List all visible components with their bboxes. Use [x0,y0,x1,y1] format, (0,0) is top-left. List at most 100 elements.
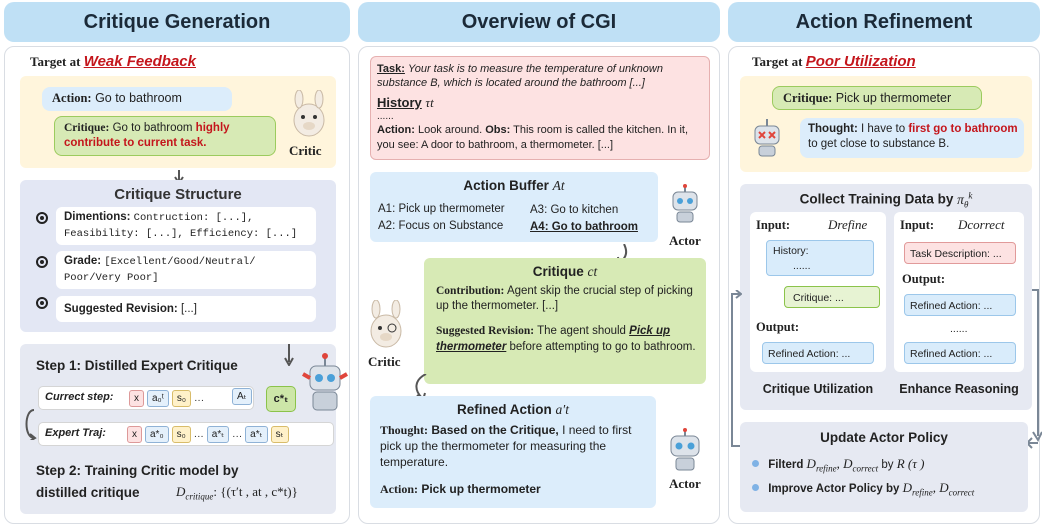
feedback-arrow-icon [730,289,743,450]
improve-line: Improve Actor Policy by Drefine, Dcorrec… [752,480,1028,498]
critique-emph: highly contribute to current task. [64,122,230,149]
step2-line1: Step 2: Training Critic model by [36,463,239,478]
refined-bubble-2: Refined Action: ... [904,294,1016,316]
thought-bubble: Thought: I have to first go to bathroom … [800,118,1024,158]
collect-title: Collect Training Data by [799,191,954,207]
llama-icon [290,89,328,138]
history-dots: ...... [793,260,811,272]
critique-small-bubble: Critique: ... [784,286,880,308]
action-bubble: Action: Go to bathroom [42,87,232,111]
suggested-text-2: before attempting to go to bathroom. [509,340,696,353]
critique-bubble-text: Critique: ... [793,292,844,304]
robot-actor-icon [668,184,702,224]
d-refine: Drefine [828,217,868,232]
header-title: Critique Generation [83,10,271,33]
critique-label: Critique: [783,91,833,105]
thought-text: I need to first pick up the thermometer … [380,423,632,469]
reasoning-label: Enhance Reasoning [899,382,1019,396]
dimensions-item: Dimentions: Contruction: [...], Feasibil… [56,207,316,245]
buffer-a2: A2: Focus on Substance [378,220,504,232]
header-title: Action Refinement [795,10,973,33]
history-bubble: History: ...... [766,240,874,276]
formula-name: D [176,484,186,499]
buffer-a1: A1: Pick up thermometer [378,203,505,215]
refined-bubble: Refined Action: ... [762,342,874,364]
task-label: Task: [377,63,405,75]
grade-value-2: Poor/Very Poor] [64,272,159,284]
contribution-text: Agent skip the crucial step of picking u… [436,285,693,312]
refined-action-label: Action: [380,482,418,496]
robot-actor-icon [666,428,704,472]
expert-traj-label: Expert Traj: [45,427,106,439]
critique-symbol: ct [587,264,598,279]
critique-title: Critique [532,264,584,279]
grade-label: Grade: [64,255,102,267]
history-action: Look around. [417,124,483,136]
right-target: Target at Poor Utilization [752,53,916,70]
critic-label: Critic [289,143,322,158]
critique-label: Critique: [64,122,110,134]
bullet-icon [36,210,54,228]
refined-action-box: Refined Action a′t Thought: Based on the… [370,396,656,508]
actor-label-2: Actor [669,476,701,491]
step2-label: Step 2: Training Critic model by distill… [36,460,239,504]
buffer-title: Action Buffer [463,178,549,193]
reasoning-card: Input: Dcorrect Task Description: ... Ou… [894,212,1024,372]
task-desc-text: Task Description: ... [910,248,1002,260]
thought-label: Thought: [808,123,858,135]
history-obs-label: Obs: [485,124,511,136]
refined-bubble-3: Refined Action: ... [904,342,1016,364]
bullet-icon [36,295,54,313]
step1-label: Step 1: Distilled Expert Critique [36,358,238,373]
critique-bubble: Critique: Go to bathroom highly contribu… [54,116,276,156]
target-name: Weak Feedback [83,53,196,70]
refined-title: Refined Action [457,402,552,417]
header-title: Overview of CGI [461,10,617,33]
input-label: Input: [900,218,935,232]
refined-bubble-3-text: Refined Action: ... [910,348,993,360]
thought-emph: first go to bathroom [908,123,1018,135]
actor-label: Actor [669,233,701,248]
critique-token: c*ₜ [266,386,296,412]
critic-label: Critic [368,354,401,369]
formula-rest: : {(τ′t , at , c*t)} [213,484,298,499]
target-prefix: Target at [30,54,81,69]
filter-line: Filterd Drefine, Dcorrect by R (τ ) [752,456,1024,474]
history-text: History: [773,245,809,257]
revision-value: [...] [180,303,197,315]
grade-item: Grade: [Excellent/Good/Neutral/ Poor/Ver… [56,251,316,289]
formula-sub: critique [185,491,214,502]
bullet-icon [36,254,54,272]
left-target: Target at Weak Feedback [30,53,196,70]
history-symbol: τt [425,95,434,110]
suggested-text-1: The agent should [537,325,626,337]
critique-value: Go to bathroom [112,122,193,134]
utilization-card: Input: Drefine History: ...... Critique:… [750,212,886,372]
grade-value-1: [Excellent/Good/Neutral/ [104,256,256,268]
utilization-label: Critique Utilization [762,382,874,396]
right-arrow-icon [1030,286,1043,446]
refined-action-value: Pick up thermometer [421,482,541,496]
history-action-label: Action: [377,124,415,136]
critique-box: Critique ct Contribution: Agent skip the… [424,258,706,384]
update-title: Update Actor Policy [820,430,948,445]
task-text: Your task is to measure the temperature … [377,63,663,89]
task-desc-bubble: Task Description: ... [904,242,1016,264]
thought-post: to get close to substance B. [808,138,950,150]
thought-label: Thought: [380,423,429,437]
step2-line2: distilled critique [36,485,140,500]
suggested-label: Suggested Revision: [436,325,535,337]
target-name: Poor Utilization [805,53,916,70]
revision-item: Suggested Revision: [...] [56,296,316,322]
dim-value-2: Feasibility: [...], Efficiency: [...] [64,228,298,240]
output-label: Output: [902,272,946,286]
current-step-label: Currect step: [45,391,114,403]
loop-arrow-icon [22,408,38,442]
structure-title: Critique Structure [114,186,242,203]
robot-critic-icon [300,352,350,416]
revision-label: Suggested Revision: [64,303,178,315]
input-label: Input: [756,218,791,232]
dim-value-1: Contruction: [...], [133,212,254,224]
target-prefix: Target at [752,54,803,69]
